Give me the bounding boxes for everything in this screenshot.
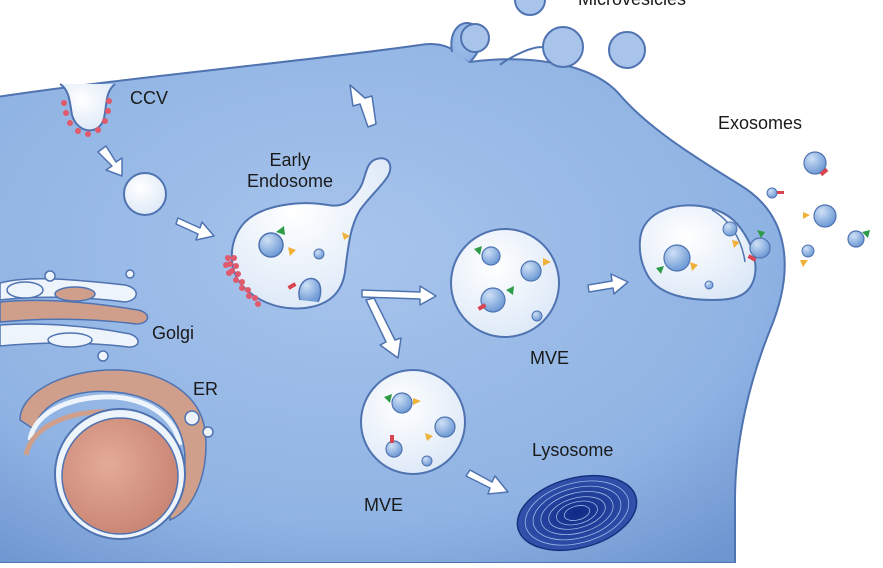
endocytic-vesicle	[123, 172, 167, 216]
pathway-arrows	[97, 84, 629, 495]
microvesicle-buds	[450, 0, 646, 69]
nucleus	[61, 417, 179, 535]
label-er: ER	[193, 379, 219, 399]
label-lysosome: Lysosome	[532, 440, 614, 460]
label-early-endosome-line2: Endosome	[246, 171, 334, 191]
label-ccv: CCV	[130, 88, 169, 108]
mve-fusing	[638, 204, 771, 302]
mve-right	[450, 228, 560, 338]
label-early-endosome-line1: Early	[269, 150, 311, 170]
label-microvesicles: Microvesicles	[578, 0, 686, 10]
mve-bottom	[360, 369, 466, 475]
clathrin-coated-pit	[59, 83, 116, 137]
label-mve-right: MVE	[530, 348, 570, 368]
label-exosomes: Exosomes	[718, 113, 803, 133]
label-golgi: Golgi	[152, 323, 195, 343]
lysosome	[516, 474, 638, 552]
endoplasmic-reticulum	[19, 369, 214, 540]
golgi-apparatus	[0, 269, 149, 362]
early-endosome	[223, 157, 392, 310]
released-exosomes	[766, 151, 870, 267]
label-early-endosome: Early Endosome	[240, 150, 340, 192]
label-mve-bottom: MVE	[364, 495, 404, 515]
